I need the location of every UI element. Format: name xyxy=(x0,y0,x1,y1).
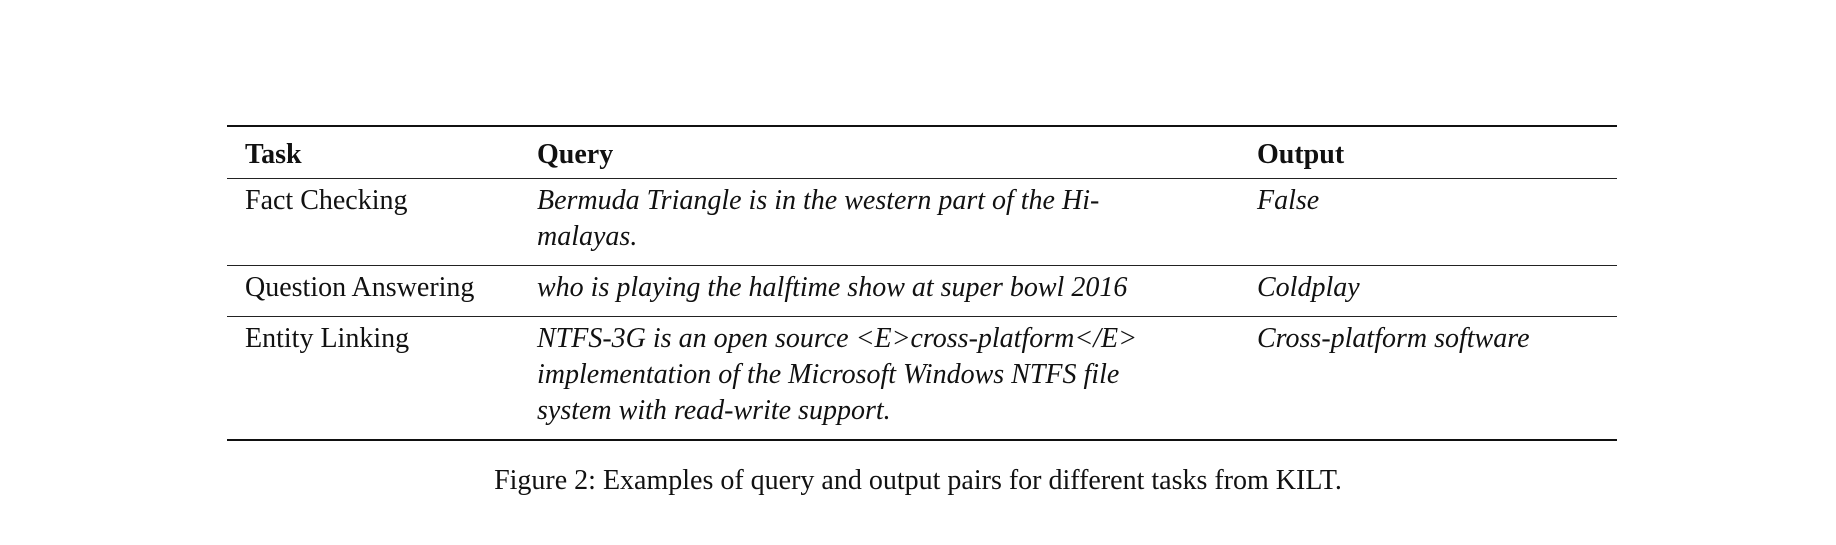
header-row: Task Query Output xyxy=(227,127,1617,178)
query-cell: Bermuda Triangle is in the western part … xyxy=(537,183,1257,255)
header-task: Task xyxy=(245,139,302,170)
table-row: Entity Linking NTFS-3G is an open source… xyxy=(227,317,1617,439)
task-cell: Fact Checking xyxy=(245,185,408,216)
query-line: Bermuda Triangle is in the western part … xyxy=(537,185,1100,216)
row-rule xyxy=(227,265,1617,266)
query-line: NTFS-3G is an open source <E>cross-platf… xyxy=(537,323,1138,354)
examples-table: Task Query Output Fact Checking Bermuda … xyxy=(227,125,1617,441)
header-output: Output xyxy=(1257,139,1345,170)
table-row: Question Answering who is playing the ha… xyxy=(227,266,1617,316)
query-line: implementation of the Microsoft Windows … xyxy=(537,359,1120,390)
query-line: malayas. xyxy=(537,221,638,252)
query-cell: NTFS-3G is an open source <E>cross-platf… xyxy=(537,321,1257,429)
table-row: Fact Checking Bermuda Triangle is in the… xyxy=(227,179,1617,265)
output-cell: Cross-platform software xyxy=(1257,323,1530,354)
query-line: who is playing the halftime show at supe… xyxy=(537,272,1128,303)
figure-caption: Figure 2: Examples of query and output p… xyxy=(494,465,1342,496)
query-cell: who is playing the halftime show at supe… xyxy=(537,270,1257,306)
task-cell: Question Answering xyxy=(245,272,475,303)
header-rule xyxy=(227,178,1617,179)
bottom-rule xyxy=(227,439,1617,441)
top-rule xyxy=(227,125,1617,127)
header-query: Query xyxy=(537,139,614,170)
row-rule xyxy=(227,316,1617,317)
query-line: system with read-write support. xyxy=(537,395,891,426)
task-cell: Entity Linking xyxy=(245,323,410,354)
output-cell: False xyxy=(1257,185,1320,216)
output-cell: Coldplay xyxy=(1257,272,1360,303)
